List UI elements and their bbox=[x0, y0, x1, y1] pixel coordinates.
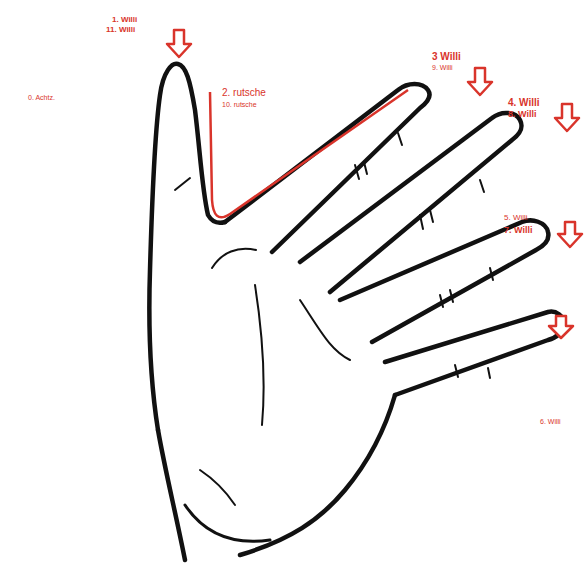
step-label: 5. Willi bbox=[504, 214, 528, 222]
step-label: 8. Willi bbox=[508, 110, 536, 119]
step-label: 6. Willi bbox=[540, 418, 561, 425]
knuckle-mark bbox=[490, 268, 493, 280]
step-label: 7. Willi bbox=[504, 226, 532, 235]
index-finger-outline bbox=[225, 84, 430, 252]
pointer-arrow bbox=[468, 68, 492, 95]
knuckle-mark bbox=[440, 290, 453, 307]
knuckle-mark bbox=[355, 162, 367, 179]
pointer-arrow bbox=[549, 316, 573, 338]
knuckle-mark bbox=[398, 133, 402, 145]
wrist-edge bbox=[158, 430, 185, 560]
wrist-crease bbox=[185, 505, 270, 541]
palm-crease bbox=[200, 470, 235, 505]
step-label: 3 Willi bbox=[432, 52, 461, 62]
thumb-outline bbox=[149, 64, 225, 430]
knuckle-mark bbox=[455, 365, 490, 378]
knuckle-mark bbox=[420, 210, 433, 229]
pinky-outline bbox=[385, 312, 564, 395]
pointer-arrow bbox=[167, 30, 191, 57]
step-label: 1. Willi bbox=[112, 16, 137, 24]
step-label: 10. rutsche bbox=[222, 101, 257, 108]
palm-crease bbox=[255, 285, 264, 425]
palm-crease bbox=[175, 178, 190, 190]
middle-finger-outline bbox=[300, 113, 522, 292]
step-label: 11. Willi bbox=[106, 26, 135, 34]
pointer-arrow bbox=[558, 222, 582, 247]
step-label: 0. Achtz. bbox=[28, 94, 55, 101]
pointer-arrow bbox=[555, 104, 579, 131]
step-label: 2. rutsche bbox=[222, 88, 266, 98]
palm-crease bbox=[212, 249, 256, 268]
palm-crease bbox=[300, 300, 350, 360]
step-label: 9. Willi bbox=[432, 64, 453, 71]
step-label: 4. Willi bbox=[508, 98, 540, 108]
knuckle-mark bbox=[480, 180, 484, 192]
slide-guide-line bbox=[210, 90, 408, 217]
